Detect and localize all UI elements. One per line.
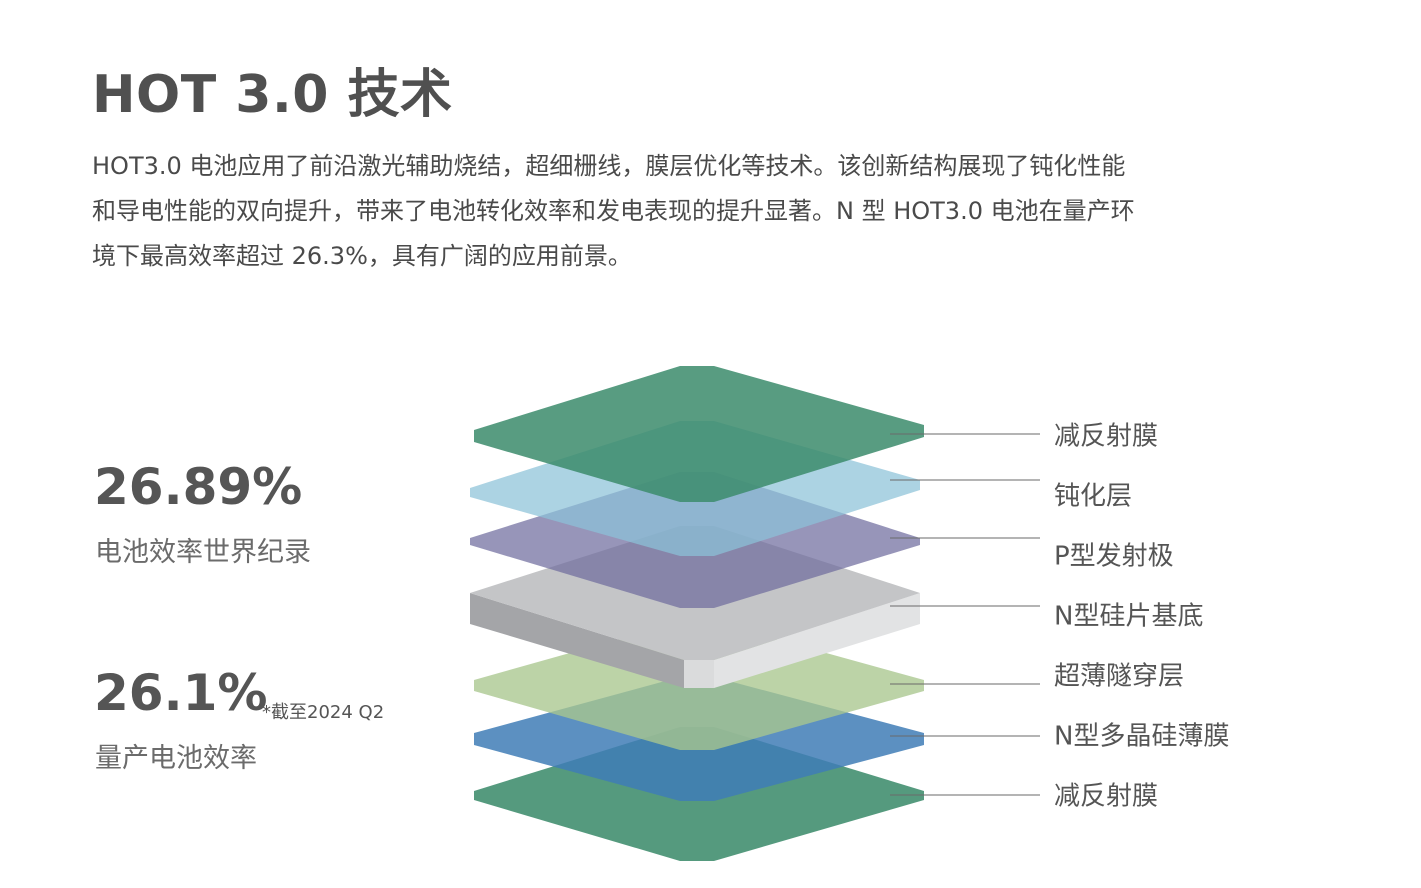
description-line: HOT3.0 电池应用了前沿激光辅助烧结，超细栅线，膜层优化等技术。该创新结构展… [92, 152, 1126, 180]
mass-production-note: *截至2024 Q2 [262, 702, 385, 723]
description-line: 境下最高效率超过 26.3%，具有广阔的应用前景。 [92, 242, 632, 270]
record-efficiency-value: 26.89% [94, 458, 303, 516]
description: HOT3.0 电池应用了前沿激光辅助烧结，超细栅线，膜层优化等技术。该创新结构展… [92, 144, 1322, 279]
layer-anti-reflection-top [474, 366, 924, 502]
layer-label-p-emitter: P型发射极 [1054, 541, 1174, 572]
layer-label-anti-reflection-top: 减反射膜 [1054, 421, 1159, 452]
mass-production-efficiency-value: 26.1% [94, 664, 268, 722]
layer-label-n-silicon-wafer: N型硅片基底 [1054, 601, 1204, 632]
mass-production-efficiency-label: 量产电池效率 [95, 743, 257, 774]
layer-label-tunnel-oxide: 超薄隧穿层 [1054, 661, 1185, 692]
layer-label-n-poly-si-film: N型多晶硅薄膜 [1054, 721, 1230, 752]
description-line: 和导电性能的双向提升，带来了电池转化效率和发电表现的提升显著。N 型 HOT3.… [92, 197, 1135, 225]
record-efficiency-label: 电池效率世界纪录 [95, 537, 311, 568]
page-title: HOT 3.0 技术 [92, 65, 453, 125]
layer-label-anti-reflection-bottom: 减反射膜 [1054, 781, 1159, 812]
layer-label-passivation: 钝化层 [1054, 481, 1133, 512]
